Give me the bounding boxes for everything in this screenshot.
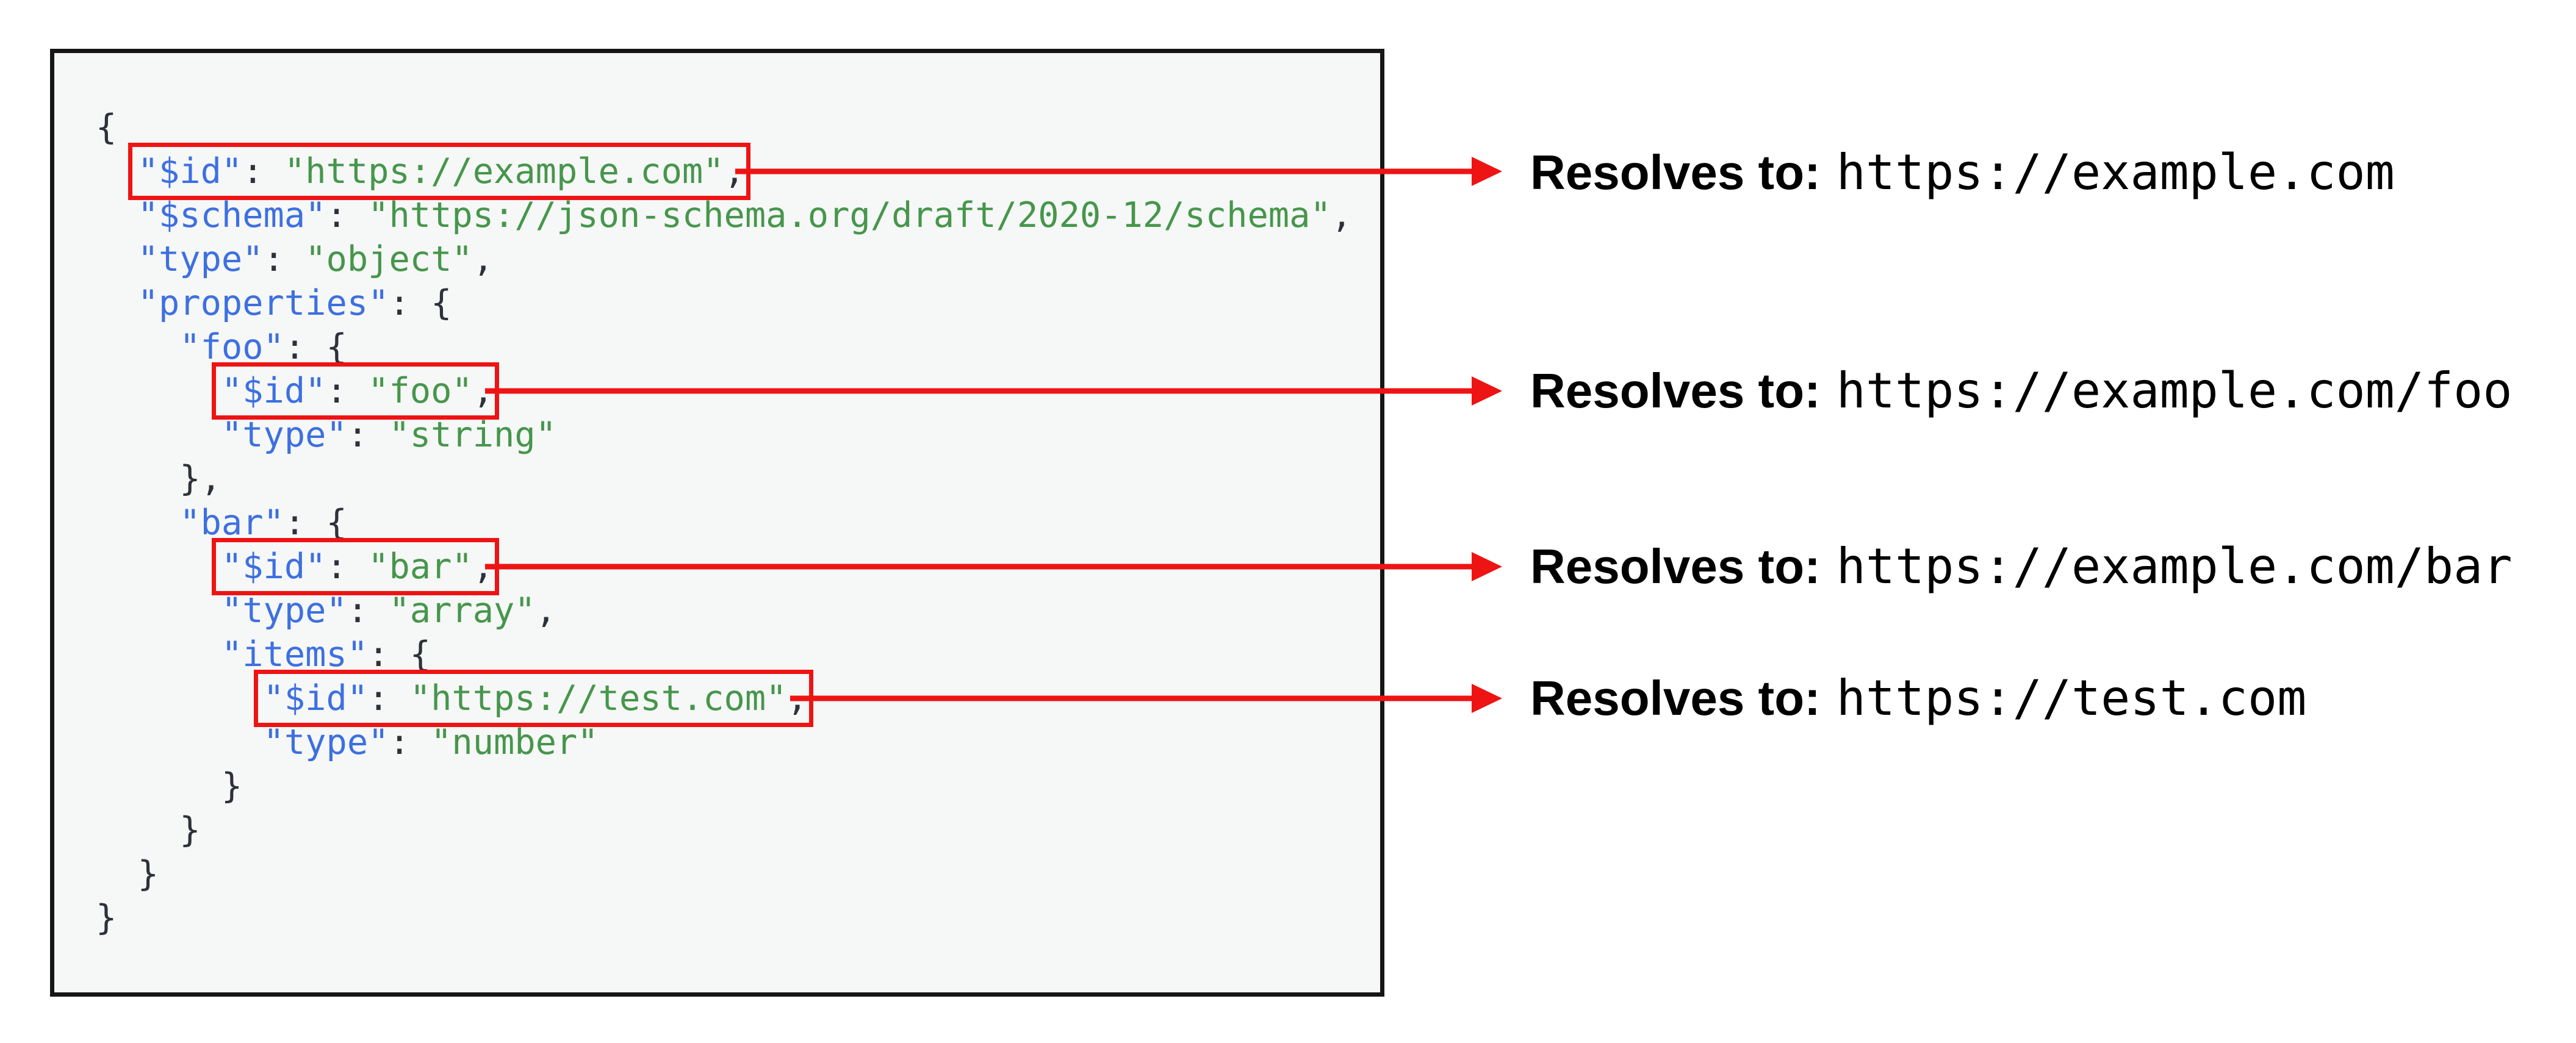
code-token: , xyxy=(472,239,494,279)
code-token xyxy=(96,151,138,192)
code-token: "$id" xyxy=(137,151,243,192)
code-token xyxy=(96,590,221,631)
code-token: } xyxy=(96,854,159,894)
code-token: , xyxy=(786,678,808,719)
code-line: } xyxy=(96,764,1380,808)
code-token: "type" xyxy=(221,415,347,455)
code-token xyxy=(96,371,221,411)
code-token xyxy=(96,503,179,543)
resolves-to-label: Resolves to: xyxy=(1530,671,1821,725)
code-token: , xyxy=(724,151,745,192)
code-token: : xyxy=(326,547,369,587)
code-token: , xyxy=(472,371,494,411)
code-token xyxy=(96,415,221,455)
resolved-url: https://example.com/bar xyxy=(1836,538,2513,595)
code-token: } xyxy=(96,766,243,806)
code-token xyxy=(96,195,138,235)
resolution-annotation-bar: Resolves to: https://example.com/bar xyxy=(1530,532,2512,601)
code-token: "object" xyxy=(305,239,473,279)
code-token: "bar" xyxy=(179,503,284,543)
code-token: : xyxy=(326,195,369,235)
code-token: : { xyxy=(284,327,347,367)
code-token: } xyxy=(96,898,117,938)
code-token: , xyxy=(535,590,556,631)
code-token xyxy=(96,283,138,323)
code-token: : { xyxy=(368,634,431,675)
id-highlight-box-test: "$id": "https://test.com", xyxy=(253,670,814,727)
code-token xyxy=(96,327,179,367)
code-line: "bar": { xyxy=(96,501,1380,545)
code-token: , xyxy=(1331,195,1353,235)
code-line: } xyxy=(96,808,1380,852)
code-line: } xyxy=(96,896,1380,940)
code-line: "type": "object", xyxy=(96,237,1380,281)
code-token: "https://test.com" xyxy=(409,678,787,719)
code-token: "number" xyxy=(431,722,599,762)
code-token xyxy=(96,722,264,762)
code-token xyxy=(96,239,138,279)
id-highlight-box-root: "$id": "https://example.com", xyxy=(128,143,751,200)
id-highlight-box-bar: "$id": "bar", xyxy=(211,538,500,595)
json-schema-code: { "$id": "https://example.com", "$schema… xyxy=(54,53,1380,992)
code-line: "type": "array", xyxy=(96,589,1380,633)
code-line: "$id": "bar", xyxy=(96,538,1380,595)
code-line: "type": "string" xyxy=(96,413,1380,457)
code-line: "type": "number" xyxy=(96,720,1380,764)
code-token: "foo" xyxy=(368,371,473,411)
code-token: "type" xyxy=(137,239,264,279)
resolved-url: https://test.com xyxy=(1836,670,2307,726)
code-line: "$id": "https://test.com", xyxy=(96,670,1380,727)
code-token: : xyxy=(389,722,431,762)
code-token xyxy=(96,678,264,719)
code-token: "$schema" xyxy=(137,195,326,235)
code-token: : { xyxy=(389,283,452,323)
code-token: : xyxy=(347,590,389,631)
resolution-annotation-foo: Resolves to: https://example.com/foo xyxy=(1530,357,2512,425)
code-token: "https://example.com" xyxy=(284,151,724,192)
code-token: "type" xyxy=(221,590,347,631)
code-token xyxy=(96,634,221,675)
resolution-annotation-root: Resolves to: https://example.com xyxy=(1530,138,2395,207)
code-token: : xyxy=(347,415,389,455)
code-token: { xyxy=(96,107,117,148)
code-token: , xyxy=(472,547,494,587)
code-token: }, xyxy=(96,459,221,499)
code-token: "string" xyxy=(389,415,556,455)
id-highlight-box-foo: "$id": "foo", xyxy=(211,362,500,420)
code-token: : xyxy=(368,678,410,719)
code-line: "properties": { xyxy=(96,281,1380,325)
code-line: "foo": { xyxy=(96,325,1380,369)
code-line: { xyxy=(96,106,1380,149)
resolved-url: https://example.com xyxy=(1836,144,2395,201)
code-token: "$id" xyxy=(221,371,326,411)
code-token xyxy=(96,547,221,587)
code-token: "$id" xyxy=(263,678,369,719)
code-token: "foo" xyxy=(179,327,284,367)
code-token: "bar" xyxy=(368,547,473,587)
code-token: "type" xyxy=(263,722,389,762)
code-line: }, xyxy=(96,457,1380,501)
code-line: } xyxy=(96,852,1380,896)
code-line: "$schema": "https://json-schema.org/draf… xyxy=(96,193,1380,237)
resolves-to-label: Resolves to: xyxy=(1530,539,1821,593)
code-line: "$id": "https://example.com", xyxy=(96,143,1380,200)
code-token: : xyxy=(326,371,369,411)
code-token: "https://json-schema.org/draft/2020-12/s… xyxy=(368,195,1331,235)
resolves-to-label: Resolves to: xyxy=(1530,145,1821,199)
code-token: "$id" xyxy=(221,547,326,587)
code-line: "$id": "foo", xyxy=(96,362,1380,420)
code-token: : { xyxy=(284,503,347,543)
code-token: "items" xyxy=(221,634,369,675)
resolves-to-label: Resolves to: xyxy=(1530,364,1821,418)
code-token: "properties" xyxy=(137,283,389,323)
code-token: : xyxy=(263,239,306,279)
resolved-url: https://example.com/foo xyxy=(1836,362,2513,419)
code-token: } xyxy=(96,810,201,850)
schema-code-panel: { "$id": "https://example.com", "$schema… xyxy=(50,49,1384,997)
code-token: : xyxy=(242,151,284,192)
code-line: "items": { xyxy=(96,633,1380,676)
resolution-annotation-test: Resolves to: https://test.com xyxy=(1530,664,2306,733)
code-token: "array" xyxy=(389,590,536,631)
